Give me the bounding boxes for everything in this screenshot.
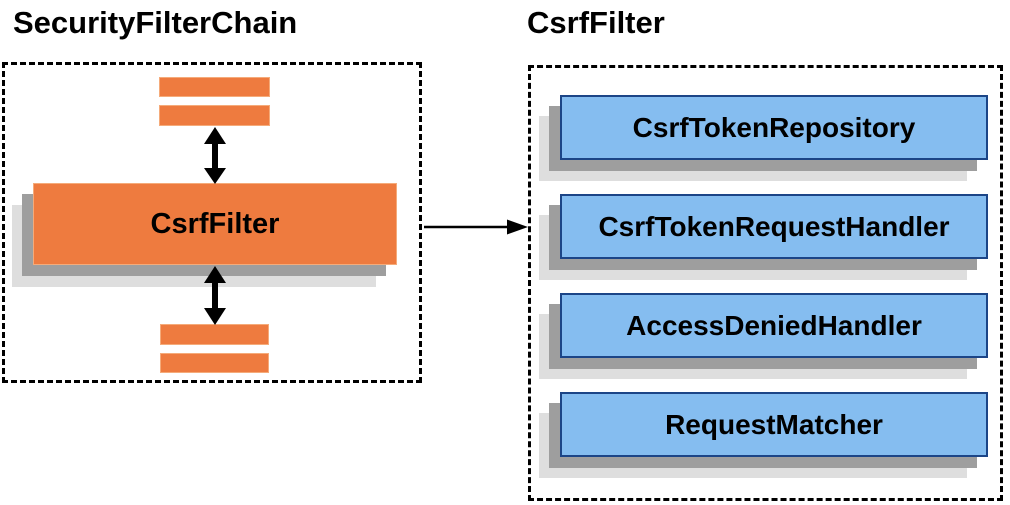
right-arrow-icon <box>424 219 528 235</box>
component-box-access-denied-handler: AccessDeniedHandler <box>560 293 988 358</box>
csrf-filter-components-container: CsrfTokenRepository CsrfTokenRequestHand… <box>528 65 1003 501</box>
component-label: CsrfTokenRequestHandler <box>598 210 950 242</box>
csrf-filter-box-label: CsrfFilter <box>150 207 280 240</box>
component-label: AccessDeniedHandler <box>626 309 922 341</box>
filter-placeholder-bar-bottom-2 <box>160 353 269 373</box>
csrf-filter-box: CsrfFilter <box>33 183 397 265</box>
csrf-filter-title: CsrfFilter <box>527 5 665 40</box>
security-filter-chain-container: CsrfFilter <box>2 62 422 383</box>
filter-placeholder-bar-top-1 <box>159 77 270 97</box>
component-label: RequestMatcher <box>665 408 883 440</box>
filter-placeholder-bar-bottom-1 <box>160 324 269 345</box>
component-box-csrf-token-request-handler: CsrfTokenRequestHandler <box>560 194 988 259</box>
security-filter-chain-title: SecurityFilterChain <box>13 5 298 40</box>
component-label: CsrfTokenRepository <box>632 111 916 143</box>
component-box-csrf-token-repository: CsrfTokenRepository <box>560 95 988 160</box>
component-box-request-matcher: RequestMatcher <box>560 392 988 457</box>
filter-placeholder-bar-top-2 <box>159 105 270 126</box>
